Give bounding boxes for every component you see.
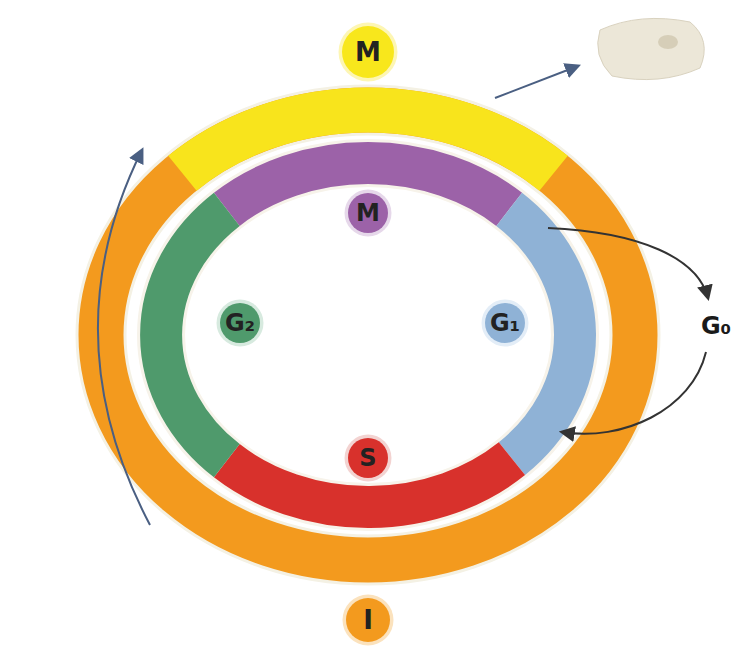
g1-phase-badge: G₁ <box>481 299 529 347</box>
cell-nucleus <box>658 35 678 49</box>
badge-glow <box>339 23 398 82</box>
badge-glow <box>343 595 394 646</box>
badge-fill <box>485 303 525 343</box>
direction-arrow <box>98 150 150 525</box>
phase-letter: G₂ <box>225 309 255 337</box>
g2-phase-badge: G₂ <box>216 299 264 347</box>
division-arrow <box>495 66 578 98</box>
badge-fill <box>342 26 394 78</box>
s-phase-badge: S <box>344 434 392 482</box>
badge-glow <box>345 190 392 237</box>
phase-letter: M <box>355 37 381 67</box>
badge-fill <box>346 598 390 642</box>
mitosis-badge: M <box>338 22 398 82</box>
badge-glow <box>345 435 392 482</box>
badge-fill <box>348 438 388 478</box>
badge-fill <box>348 193 388 233</box>
g2-phase-arc <box>161 209 227 460</box>
phase-letter: I <box>363 605 373 635</box>
g0-exit-arrow <box>548 228 708 298</box>
g0-return-arrow <box>562 352 706 434</box>
badge-glow <box>217 300 264 347</box>
interphase-ring <box>101 110 635 560</box>
phase-letter: G₁ <box>490 309 520 337</box>
badge-fill <box>220 303 260 343</box>
cell-image <box>598 18 705 79</box>
phase-label: G₀ <box>701 312 731 340</box>
outer-ring-glow <box>101 110 635 560</box>
phase-letter: S <box>359 444 376 472</box>
m-phase-badge: M <box>344 189 392 237</box>
inner-ring-glow <box>161 163 575 507</box>
interphase-badge: I <box>342 594 394 646</box>
phase-letter: M <box>356 199 380 227</box>
badge-glow <box>482 300 529 347</box>
